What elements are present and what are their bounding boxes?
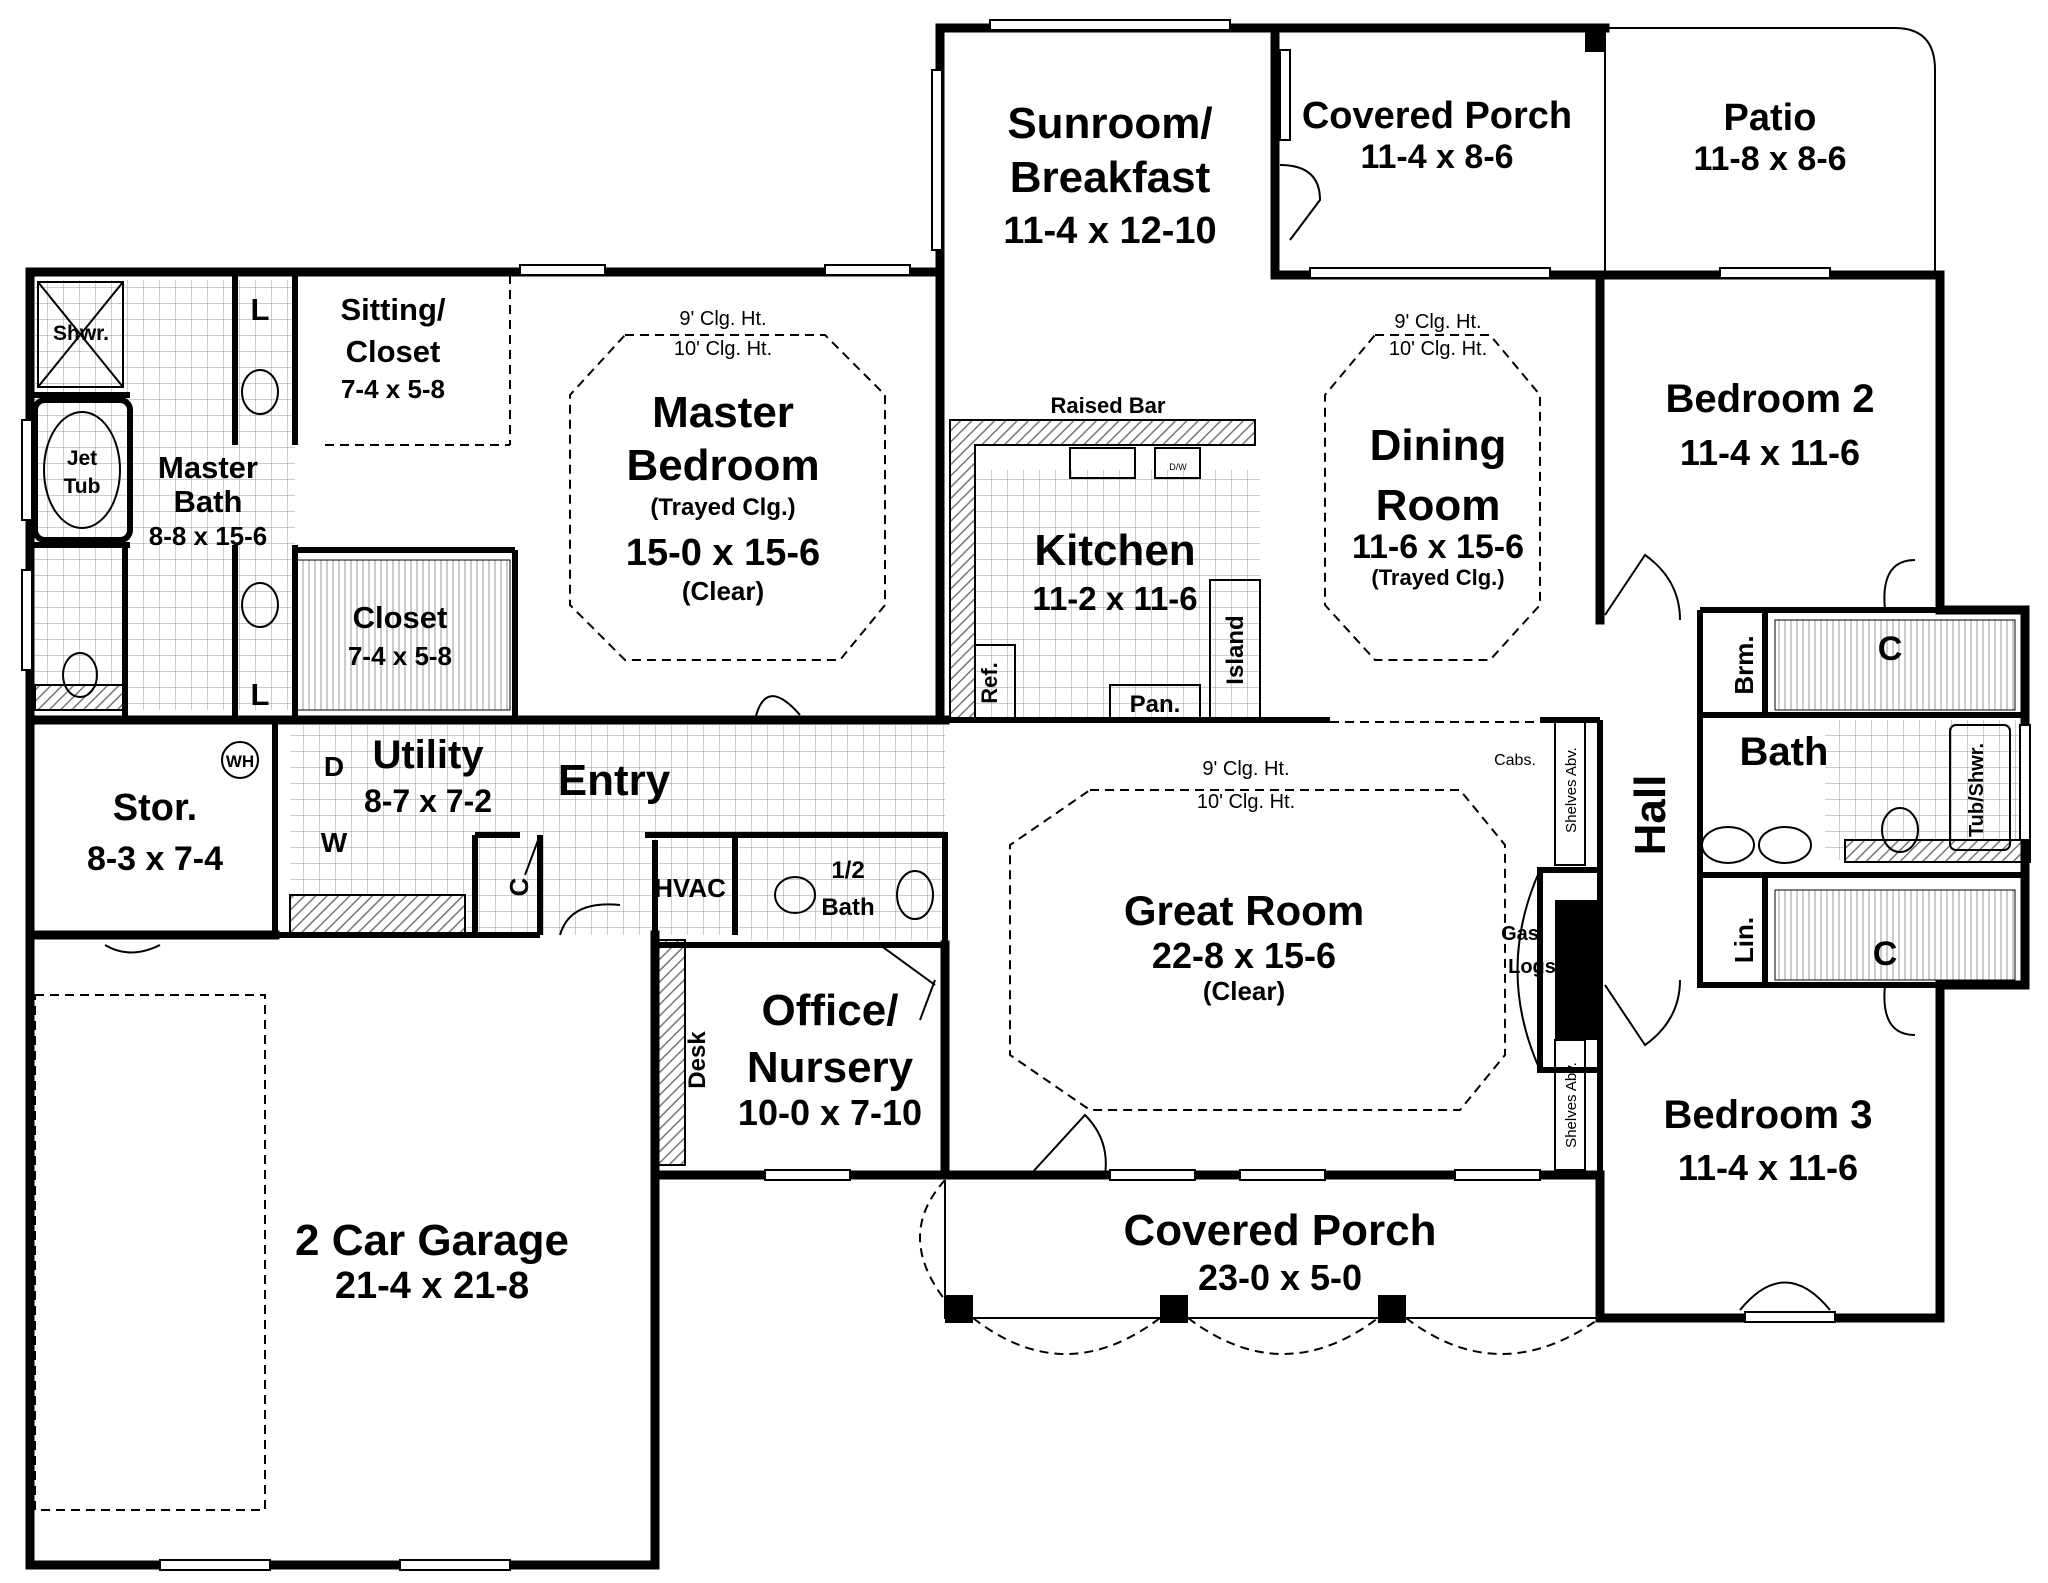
back-porch-dims: 11-4 x 8-6 [1360, 138, 1513, 176]
sunroom-dims: 11-4 x 12-10 [1003, 210, 1216, 252]
utility-name: Utility [372, 733, 484, 777]
utility-closet-label: C [504, 877, 534, 896]
master-bath-dims: 8-8 x 15-6 [149, 521, 268, 551]
front-porch [919, 1179, 1601, 1355]
refrigerator-label: Ref. [977, 662, 1002, 704]
master-bath-name-1: Master [158, 450, 258, 485]
dishwasher-label: D/W [1169, 462, 1187, 472]
dining-clg-2: 10' Clg. Ht. [1389, 338, 1487, 360]
office-name-1: Office/ [762, 986, 899, 1035]
storage-dims: 8-3 x 7-4 [87, 840, 223, 878]
sitting-closet-name-1: Sitting/ [340, 292, 445, 327]
brm-label: Brm. [1729, 635, 1759, 694]
sitting-closet-name-2: Closet [346, 334, 441, 369]
master-clg-2: 10' Clg. Ht. [674, 338, 772, 360]
master-bedroom-name-1: Master [652, 388, 794, 437]
washer-label: W [321, 827, 348, 858]
sunroom-name-2: Breakfast [1010, 153, 1211, 202]
master-clg-1: 9' Clg. Ht. [679, 308, 766, 330]
desk-label: Desk [684, 1031, 711, 1089]
shower-label: Shwr. [53, 322, 109, 345]
hall-closet-1: C [1878, 630, 1903, 668]
lin-label: Lin. [1729, 917, 1759, 963]
pantry-label: Pan. [1130, 691, 1181, 718]
office-dims: 10-0 x 7-10 [738, 1092, 922, 1133]
shelves-label-1: Shelves Abv. [1563, 747, 1580, 833]
hvac-label: HVAC [654, 873, 726, 903]
jet-tub-label-2: Tub [64, 475, 101, 498]
closet-rods [294, 559, 2016, 981]
great-room-clg-2: 10' Clg. Ht. [1197, 791, 1295, 813]
tray-ceilings [34, 275, 1541, 1511]
dining-note: (Trayed Clg.) [1371, 565, 1504, 590]
gas-logs-label-1: Gas [1501, 923, 1539, 945]
kitchen-name: Kitchen [1034, 526, 1195, 575]
garage-dims: 21-4 x 21-8 [335, 1265, 529, 1307]
dining-dims: 11-6 x 15-6 [1352, 528, 1524, 566]
counters [34, 419, 2031, 1166]
great-room-note: (Clear) [1203, 976, 1285, 1006]
fixtures [32, 281, 2011, 1171]
sunroom-name-1: Sunroom/ [1007, 99, 1212, 148]
front-porch-name: Covered Porch [1124, 1206, 1437, 1255]
master-bedroom-dims: 15-0 x 15-6 [626, 532, 820, 574]
bath-name: Bath [1740, 730, 1829, 774]
bedroom3-name: Bedroom 3 [1664, 1093, 1873, 1137]
great-room-name: Great Room [1124, 887, 1364, 934]
garage-name: 2 Car Garage [295, 1216, 569, 1265]
sitting-closet-dims: 7-4 x 5-8 [341, 374, 445, 404]
shelves-label-2: Shelves Abv. [1563, 1062, 1580, 1148]
hall-closet-2: C [1873, 935, 1898, 973]
office-name-2: Nursery [747, 1043, 914, 1092]
linen-label-1: L [251, 292, 270, 327]
storage-name: Stor. [113, 787, 197, 829]
tub-shower-label: Tub/Shwr. [1966, 743, 1988, 837]
master-bedroom-note: (Trayed Clg.) [650, 494, 795, 521]
dining-name-2: Room [1376, 481, 1501, 530]
water-heater-label: WH [226, 752, 254, 771]
half-bath-name-1: 1/2 [831, 857, 864, 884]
closet-name: Closet [353, 600, 448, 635]
kitchen-dims: 11-2 x 11-6 [1032, 580, 1197, 617]
jet-tub-label-1: Jet [67, 447, 97, 470]
dining-clg-1: 9' Clg. Ht. [1394, 311, 1481, 333]
master-bedroom-name-2: Bedroom [626, 441, 819, 490]
great-room-clg-1: 9' Clg. Ht. [1202, 758, 1289, 780]
patio-dims: 11-8 x 8-6 [1693, 140, 1846, 178]
gas-logs-label-2: Logs [1508, 956, 1556, 978]
dryer-label: D [324, 751, 344, 782]
bedroom3-dims: 11-4 x 11-6 [1678, 1147, 1858, 1188]
front-porch-dims: 23-0 x 5-0 [1198, 1257, 1362, 1298]
half-bath-name-2: Bath [821, 894, 874, 921]
cabinets-label: Cabs. [1494, 752, 1536, 769]
linen-label-2: L [251, 677, 270, 712]
windows [21, 19, 2031, 1571]
great-room-dims: 22-8 x 15-6 [1152, 935, 1336, 976]
entry-name: Entry [558, 756, 671, 805]
master-bedroom-note-2: (Clear) [682, 576, 764, 606]
master-bath-name-2: Bath [174, 484, 243, 519]
bedroom2-dims: 11-4 x 11-6 [1680, 432, 1860, 473]
back-porch-name: Covered Porch [1302, 95, 1572, 137]
island-label: Island [1222, 615, 1249, 684]
dining-name-1: Dining [1370, 421, 1507, 470]
bedroom2-name: Bedroom 2 [1666, 377, 1875, 421]
raised-bar-label: Raised Bar [1051, 393, 1166, 418]
door-swings [104, 164, 1916, 1311]
hall-label: Hall [1626, 775, 1675, 856]
patio-name: Patio [1724, 97, 1817, 139]
closet-dims: 7-4 x 5-8 [348, 641, 452, 671]
room-labels: Sunroom/ Breakfast 11-4 x 12-10 Covered … [53, 95, 1988, 1307]
utility-dims: 8-7 x 7-2 [364, 783, 492, 819]
